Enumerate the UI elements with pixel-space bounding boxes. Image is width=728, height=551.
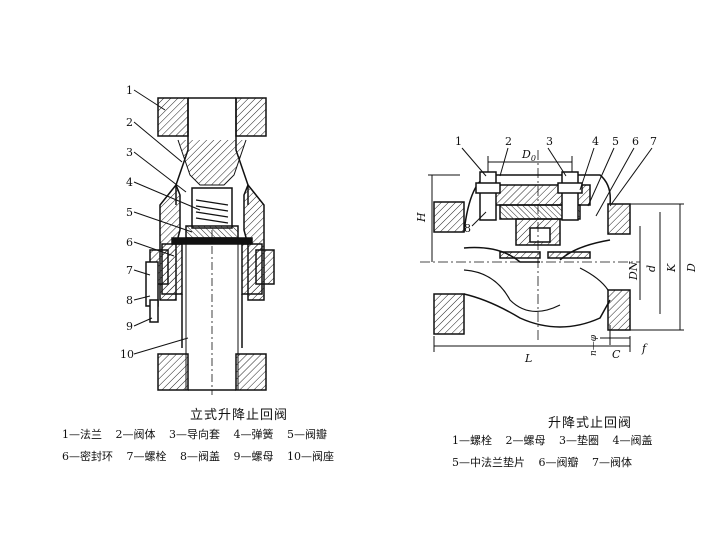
left-callout-9: 9: [126, 320, 133, 333]
legend-item: 2—螺母: [505, 434, 546, 447]
left-callout-3: 3: [126, 146, 133, 159]
left-caption: 立式升降止回阀: [190, 408, 289, 423]
dim-f: f: [641, 342, 648, 355]
right-legend-row-1: 1—螺栓 2—螺母 3—垫圈 4—阀盖: [452, 430, 663, 452]
legend-item: 10—阀座: [287, 450, 334, 463]
legend-item: 4—阀盖: [612, 434, 653, 447]
legend-item: 7—阀体: [592, 456, 632, 469]
left-callouts: 1 2 3 4 5 6 7 8 9 10: [120, 84, 134, 361]
legend-item: 3—导向套: [169, 428, 220, 441]
right-legend-row-2: 5—中法兰垫片 6—阀瓣 7—阀体: [452, 452, 663, 474]
legend-item: 7—螺栓: [126, 450, 167, 463]
dim-d: d: [645, 265, 658, 272]
dim-H: H: [415, 212, 428, 223]
lift-check-valve: [420, 147, 684, 352]
dim-DN: DN: [627, 261, 640, 281]
dim-L: L: [524, 352, 532, 365]
legend-item: 1—螺栓: [452, 434, 492, 447]
dim-D0-main: D: [521, 148, 531, 161]
right-callout-3: 3: [546, 135, 553, 148]
right-callout-8: 8: [464, 222, 471, 235]
right-legend: 1—螺栓 2—螺母 3—垫圈 4—阀盖 5—中法兰垫片 6—阀瓣 7—阀体: [452, 430, 663, 474]
legend-item: 2—阀体: [115, 428, 156, 441]
left-legend-row-2: 6—密封环 7—螺栓 8—阀盖 9—螺母 10—阀座: [62, 446, 344, 468]
right-callout-7: 7: [650, 135, 657, 148]
left-callout-6: 6: [126, 236, 133, 249]
legend-item: 6—阀瓣: [538, 456, 579, 469]
left-legend-row-1: 1—法兰 2—阀体 3—导向套 4—弹簧 5—阀瓣: [62, 424, 344, 446]
legend-item: 5—阀瓣: [287, 428, 327, 441]
right-callouts: 1 2 3 4 5 6 7 8: [455, 135, 657, 235]
vertical-lift-check-valve: [133, 89, 275, 395]
dim-C: C: [612, 348, 621, 361]
legend-item: 4—弹簧: [233, 428, 274, 441]
left-callout-2: 2: [126, 116, 133, 129]
dim-n-phi: n—φ: [589, 334, 599, 356]
legend-item: 9—螺母: [233, 450, 274, 463]
right-callout-4: 4: [592, 135, 599, 148]
right-callout-2: 2: [505, 135, 512, 148]
left-callout-7: 7: [126, 264, 133, 277]
left-legend: 1—法兰 2—阀体 3—导向套 4—弹簧 5—阀瓣 6—密封环 7—螺栓 8—阀…: [62, 424, 344, 468]
legend-item: 3—垫圈: [559, 434, 599, 447]
legend-item: 6—密封环: [62, 450, 113, 463]
right-callout-6: 6: [632, 135, 639, 148]
left-callout-4: 4: [126, 176, 133, 189]
dim-D0-sub: 0: [531, 154, 536, 163]
legend-item: 8—阀盖: [180, 450, 220, 463]
left-callout-10: 10: [120, 348, 134, 361]
legend-item: 5—中法兰垫片: [452, 456, 525, 469]
right-callout-5: 5: [612, 135, 619, 148]
right-callout-1: 1: [455, 135, 462, 148]
left-callout-1: 1: [126, 84, 133, 97]
dim-K: K: [665, 263, 678, 273]
legend-item: 1—法兰: [62, 428, 102, 441]
dimension-labels: D0 H DN d K D L C f n—φ: [415, 148, 698, 365]
left-callout-8: 8: [126, 294, 133, 307]
left-callout-5: 5: [126, 206, 133, 219]
dim-D0: D0: [521, 148, 536, 163]
right-caption: 升降式止回阀: [548, 416, 633, 431]
dim-D: D: [685, 263, 698, 273]
